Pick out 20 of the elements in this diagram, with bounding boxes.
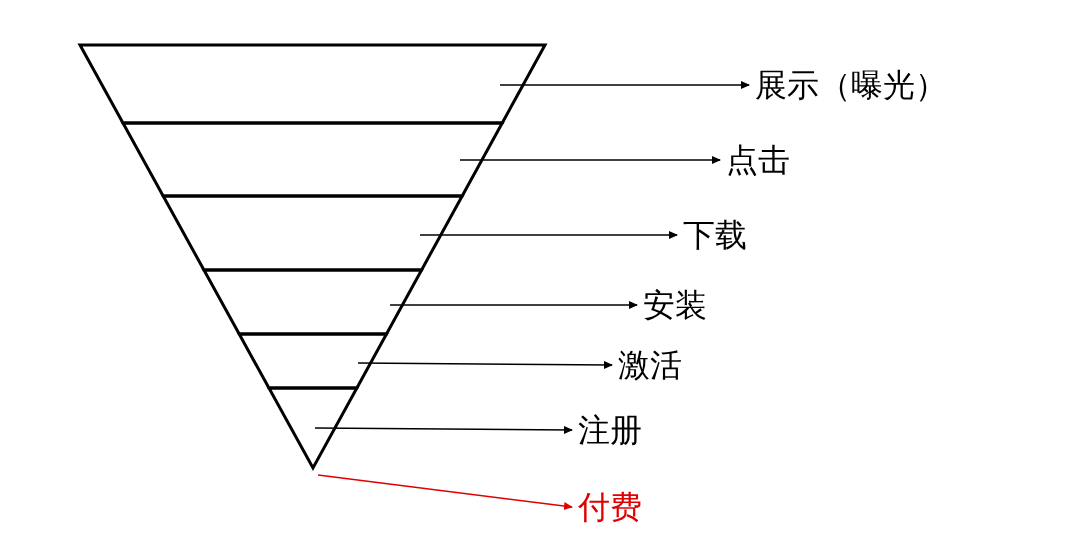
stage-label: 激活 bbox=[618, 345, 682, 385]
leader-arrow bbox=[314, 425, 573, 434]
funnel-trapezoid bbox=[160, 194, 465, 272]
leader-arrow bbox=[389, 301, 638, 309]
funnel-trapezoid bbox=[201, 268, 425, 336]
funnel-trapezoid bbox=[120, 121, 505, 198]
funnel-trapezoid bbox=[77, 43, 548, 125]
funnel-triangle bbox=[266, 386, 360, 472]
leader-arrow bbox=[419, 231, 678, 239]
leader-arrow bbox=[357, 360, 613, 369]
stage-label: 展示（曝光） bbox=[755, 65, 947, 105]
leader-arrow bbox=[317, 474, 573, 510]
leader-arrow bbox=[459, 156, 721, 164]
leader-arrow bbox=[499, 81, 750, 89]
stage-label: 点击 bbox=[726, 140, 790, 180]
stage-label: 注册 bbox=[578, 410, 642, 450]
stage-label: 下载 bbox=[683, 215, 747, 255]
stage-label: 付费 bbox=[578, 487, 642, 527]
funnel-trapezoid bbox=[236, 332, 390, 390]
stage-label: 安装 bbox=[643, 285, 707, 325]
